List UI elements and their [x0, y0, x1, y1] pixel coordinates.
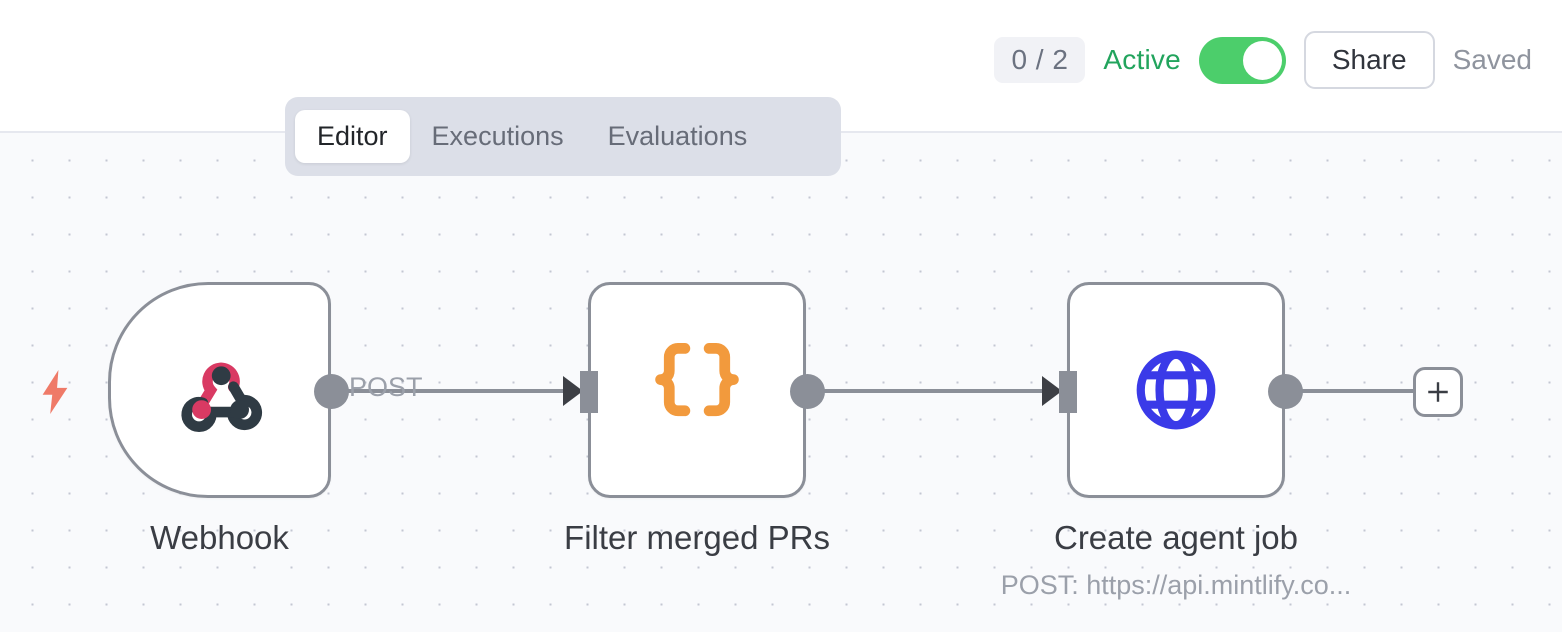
- lightning-bolt-icon: [38, 370, 72, 414]
- active-toggle-switch[interactable]: [1198, 36, 1286, 84]
- port-out-webhook[interactable]: [314, 374, 349, 409]
- node-caption-filter: Filter merged PRs: [564, 519, 830, 556]
- edge-arrow-http-input: [1042, 376, 1062, 406]
- webhook-icon: [180, 362, 262, 432]
- active-status-label: Active: [1103, 44, 1181, 75]
- port-in-http[interactable]: [1059, 371, 1077, 413]
- view-tab-group: Editor Executions Evaluations: [285, 97, 841, 176]
- curly-braces-icon: [655, 343, 739, 417]
- globe-icon: [1136, 350, 1216, 430]
- workflow-canvas[interactable]: POST: [0, 133, 1562, 632]
- tab-editor[interactable]: Editor: [295, 110, 410, 163]
- tab-evaluations[interactable]: Evaluations: [607, 121, 748, 151]
- edge-arrow-filter-input: [563, 376, 583, 406]
- edge-http-add[interactable]: [1295, 389, 1417, 393]
- node-subcaption-http: POST: https://api.mintlify.co...: [1000, 570, 1352, 600]
- plus-icon: [1428, 382, 1448, 402]
- add-node-button[interactable]: [1413, 367, 1463, 417]
- port-out-filter[interactable]: [790, 374, 825, 409]
- node-webhook[interactable]: [108, 282, 331, 498]
- node-caption-webhook: Webhook: [150, 519, 289, 556]
- node-caption-http: Create agent job: [1053, 519, 1298, 556]
- saved-status-label: Saved: [1452, 44, 1532, 75]
- share-button[interactable]: Share: [1303, 31, 1435, 89]
- node-webhook-icon-wrap: [111, 285, 328, 495]
- node-filter-merged-prs[interactable]: [588, 282, 806, 498]
- port-out-http[interactable]: [1268, 374, 1303, 409]
- edge-label-post: POST: [349, 372, 423, 402]
- node-http-icon-wrap: [1070, 285, 1282, 495]
- edge-filter-http[interactable]: [818, 389, 1058, 393]
- tab-executions[interactable]: Executions: [431, 121, 564, 151]
- header-actions: 0 / 2 Active Share Saved: [994, 0, 1538, 120]
- execution-count-badge: 0 / 2: [994, 37, 1086, 83]
- toggle-knob: [1242, 40, 1282, 80]
- edge-webhook-filter[interactable]: [340, 389, 576, 393]
- node-filter-icon-wrap: [591, 285, 803, 495]
- port-in-filter[interactable]: [580, 371, 598, 413]
- node-create-agent-job[interactable]: [1067, 282, 1285, 498]
